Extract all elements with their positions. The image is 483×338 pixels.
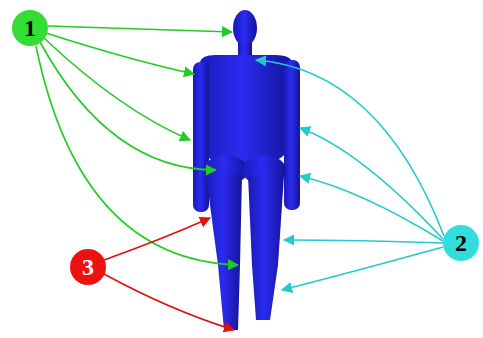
- callout-number: 3: [82, 255, 94, 279]
- leader-arrows: [36, 26, 444, 330]
- callout-circle: 3: [70, 249, 106, 285]
- callout-number: 2: [455, 231, 467, 255]
- callout-number: 1: [24, 16, 36, 40]
- callout-circle: 1: [12, 10, 48, 46]
- callout-circle: 2: [443, 225, 479, 261]
